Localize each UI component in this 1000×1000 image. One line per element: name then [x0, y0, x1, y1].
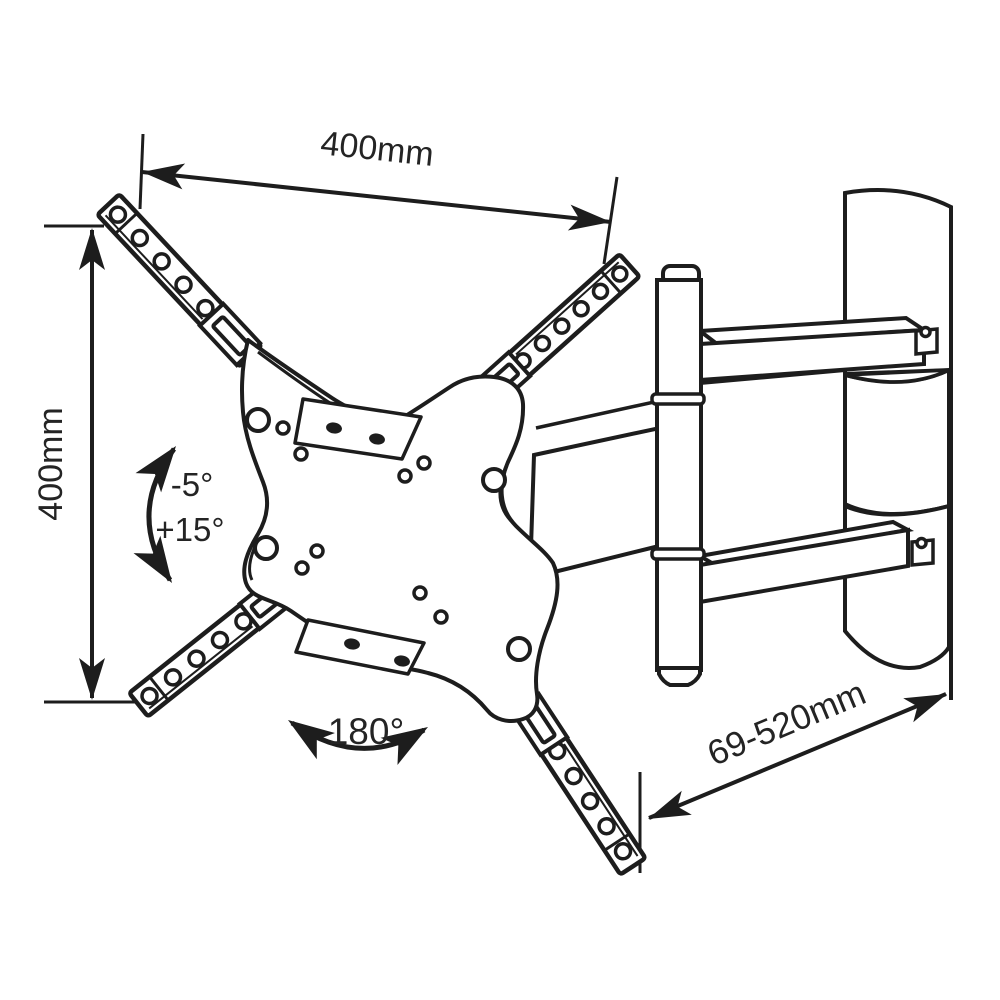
arm-hole [163, 668, 183, 687]
dim-height-arrow-top-icon [79, 228, 105, 270]
swivel-arrow-left-icon [288, 720, 335, 760]
arm-hole [611, 265, 629, 283]
wall-column-mid-cylinder [843, 366, 951, 517]
wall-mount-column [843, 188, 953, 700]
arm-hole [140, 686, 159, 706]
height-dimension-label: 400mm [32, 407, 70, 520]
plate-inner-contour [257, 350, 331, 405]
arm-edge-line [148, 625, 254, 710]
upper-arm-link [694, 315, 931, 383]
arm-edge-line [515, 261, 620, 356]
dim-width-extension-left [138, 133, 145, 210]
swivel-angle-label: 180° [328, 711, 405, 752]
vesa-plate [240, 338, 560, 723]
arm-hole [210, 630, 230, 650]
arm-hole [533, 334, 552, 353]
plate-hole-small [293, 446, 309, 462]
tilt-arrow-down-icon [133, 535, 172, 583]
dim-height-arrow-bottom-icon [79, 658, 105, 700]
swivel-angle-arc [288, 720, 428, 765]
tilt-max-label: +15° [155, 511, 224, 548]
arm-hook-tabs [910, 325, 939, 567]
plate-hole-large [253, 535, 279, 561]
plate-hole-small [412, 585, 428, 601]
plate-hole-large [506, 636, 532, 662]
arm-hole [553, 317, 571, 335]
upper-hook-notch-icon [919, 325, 932, 339]
dim-width-arrow-left-icon [142, 163, 186, 190]
dim-extension-arrow-right-icon [903, 694, 947, 723]
plate-hole-small [416, 455, 432, 471]
hinge-ring-upper [650, 392, 706, 406]
tilt-angle-arc [133, 446, 177, 583]
arm-hole [130, 228, 150, 248]
dim-width-line [141, 170, 612, 224]
rib-slot-hole [326, 422, 342, 434]
arm-hole [108, 205, 128, 224]
dim-width [138, 133, 619, 265]
arm-hole [580, 791, 600, 811]
dim-extension [638, 692, 947, 873]
lower-hook-notch-icon [915, 536, 928, 550]
rib-slot-hole [369, 433, 385, 445]
arm-edge-line [104, 214, 204, 320]
plate-hole-large [481, 467, 507, 493]
arm-edge-line [563, 743, 639, 857]
plate-hole-small [397, 468, 413, 484]
swivel-arrow-right-icon [380, 727, 428, 765]
plate-rib-top [293, 397, 423, 461]
vesa-arm-bottom-right [509, 690, 647, 876]
hinge-body [655, 278, 703, 672]
tilt-hinge-column [650, 264, 706, 687]
dim-height [44, 224, 136, 704]
hinge-bottom-cap [657, 666, 702, 687]
plate-hole-small [433, 609, 449, 625]
plate-hole-small [309, 543, 325, 559]
tilt-min-label: -5° [171, 466, 214, 503]
rib-slot-hole [344, 638, 360, 650]
wall-column-cylinder-rim [844, 368, 950, 384]
lower-arm-link [694, 519, 915, 605]
plate-hole-large [245, 407, 271, 433]
rib-slot-hole [394, 655, 410, 667]
width-dimension-label: 400mm [319, 124, 436, 174]
dim-extension-arrow-left-icon [648, 790, 692, 819]
arm-hole [613, 842, 633, 861]
dim-extension-dimline [648, 692, 947, 820]
arm-hole [564, 766, 583, 786]
arm-hole [187, 649, 206, 668]
plate-hole-small [275, 420, 291, 436]
plate-hole-small [294, 560, 310, 576]
dim-width-arrow-right-icon [567, 204, 611, 231]
arm-hole [572, 299, 590, 318]
hinge-ring-lower [650, 547, 706, 561]
arm-hole [174, 275, 193, 295]
arm-hole [591, 282, 610, 301]
vesa-arm-top-left [96, 193, 263, 368]
plate-rib-bottom [294, 618, 426, 676]
arm-hole [597, 816, 616, 836]
arm-hole [152, 252, 171, 271]
tilt-arrow-up-icon [135, 446, 176, 493]
